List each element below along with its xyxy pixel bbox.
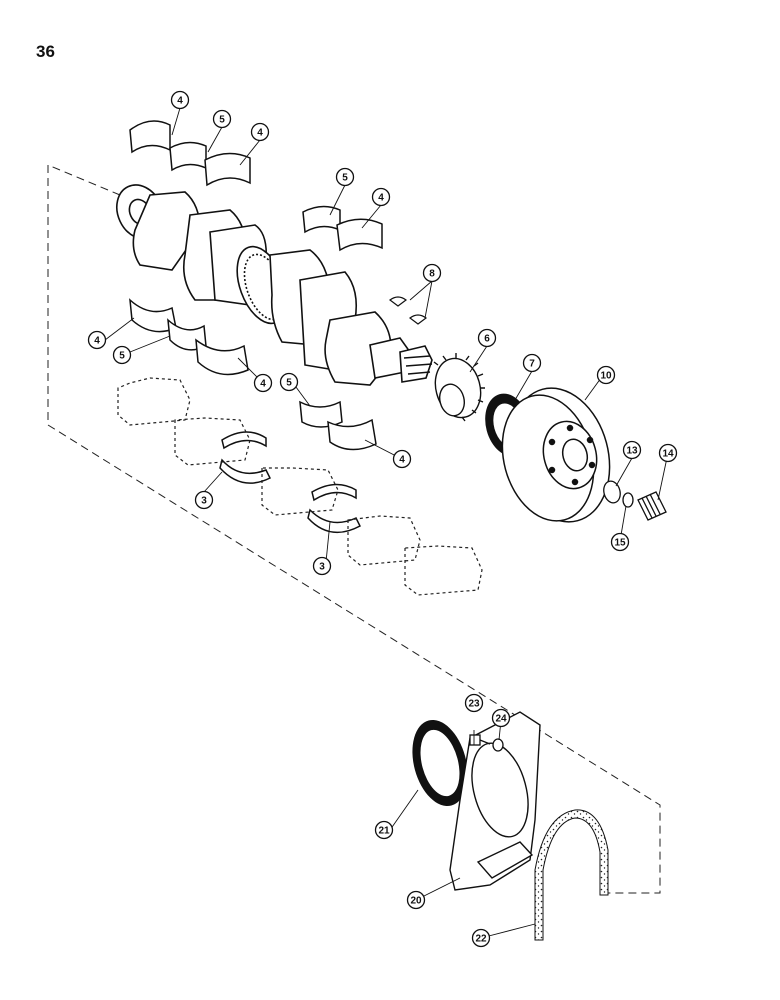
rear-housing-part-20 <box>449 711 541 891</box>
callout-8: 8 <box>422 263 442 283</box>
callout-22: 22 <box>471 928 491 948</box>
washer-part-13 <box>603 480 621 504</box>
callout-label: 6 <box>484 334 490 345</box>
callout-7: 7 <box>522 353 542 373</box>
callout-group: 4 5 4 5 4 8 4 5 4 6 7 10 5 4 3 3 13 14 1… <box>87 90 678 948</box>
callout-20: 20 <box>406 890 426 910</box>
callout-24: 24 <box>491 708 511 728</box>
callout-label: 22 <box>475 934 487 945</box>
rear-seal-part-21 <box>412 719 468 807</box>
callout-label: 4 <box>257 128 263 139</box>
callout-label: 5 <box>119 351 125 362</box>
callout-5c: 5 <box>112 345 132 365</box>
crankshaft <box>116 184 433 386</box>
pulley-part-10 <box>501 387 611 523</box>
page-number: 36 <box>36 42 55 61</box>
callout-label: 5 <box>219 115 225 126</box>
callout-label: 4 <box>378 193 384 204</box>
callout-label: 10 <box>600 371 612 382</box>
thrust-washers <box>219 431 361 534</box>
key-part-8 <box>388 296 428 325</box>
callout-label: 4 <box>177 96 183 107</box>
callout-label: 5 <box>286 378 292 389</box>
callout-10: 10 <box>596 365 616 385</box>
callout-4b: 4 <box>250 122 270 142</box>
callout-14: 14 <box>658 443 678 463</box>
callout-4d: 4 <box>87 330 107 350</box>
bolt-part-23 <box>469 734 491 746</box>
gear-part-6 <box>433 353 485 422</box>
callout-label: 14 <box>662 449 674 460</box>
callout-3b: 3 <box>312 556 332 576</box>
assembly-boundary <box>47 164 661 894</box>
callout-label: 15 <box>614 538 626 549</box>
bearing-caps <box>117 377 483 596</box>
callout-5d: 5 <box>279 372 299 392</box>
gasket-part-22 <box>534 809 609 941</box>
callout-label: 5 <box>342 173 348 184</box>
callout-21: 21 <box>374 820 394 840</box>
callout-15: 15 <box>610 532 630 552</box>
callout-label: 21 <box>378 826 390 837</box>
callout-3a: 3 <box>194 490 214 510</box>
screw-part-14 <box>637 491 667 521</box>
callout-label: 23 <box>468 699 480 710</box>
lock-part-15 <box>622 492 634 508</box>
callout-6: 6 <box>477 328 497 348</box>
callout-4e: 4 <box>253 373 273 393</box>
callout-label: 20 <box>410 896 422 907</box>
callout-4f: 4 <box>392 449 412 469</box>
callout-label: 3 <box>201 496 207 507</box>
callout-label: 4 <box>94 336 100 347</box>
callout-label: 4 <box>399 455 405 466</box>
washer-part-24 <box>492 738 504 752</box>
callout-label: 4 <box>260 379 266 390</box>
callout-5b: 5 <box>335 167 355 187</box>
callout-13: 13 <box>622 440 642 460</box>
callout-label: 8 <box>429 269 435 280</box>
callout-label: 3 <box>319 562 325 573</box>
callout-4a: 4 <box>170 90 190 110</box>
callout-5a: 5 <box>212 109 232 129</box>
callout-label: 24 <box>495 714 507 725</box>
callout-label: 7 <box>529 359 535 370</box>
callout-4c: 4 <box>371 187 391 207</box>
bearing-shells <box>129 120 383 451</box>
callout-23: 23 <box>464 693 484 713</box>
callout-label: 13 <box>626 446 638 457</box>
